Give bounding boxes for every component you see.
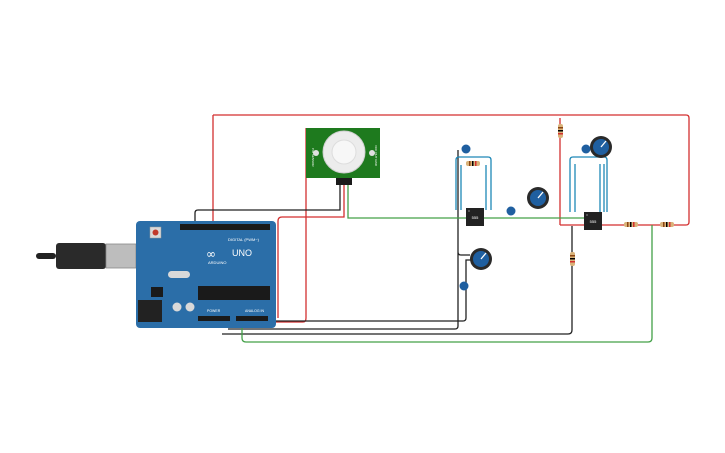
- wire-cyan-ic2[interactable]: [569, 156, 608, 212]
- potentiometers: [470, 136, 612, 270]
- wire-green-sensor-out[interactable]: [347, 185, 470, 219]
- voltage-regulator: [151, 287, 163, 297]
- capacitor-a: [172, 302, 182, 312]
- digital-header[interactable]: [180, 224, 270, 230]
- wire-red-sensor-vcc[interactable]: [277, 185, 345, 318]
- digital-label: DIGITAL (PWM~): [228, 237, 260, 242]
- resistor-r4[interactable]: [624, 222, 638, 227]
- usb-plug: [56, 243, 106, 269]
- potentiometer-p3[interactable]: [470, 248, 492, 270]
- ic1-label: 555: [472, 215, 479, 220]
- wires: [194, 114, 690, 343]
- analog-label: ANALOG IN: [245, 309, 265, 313]
- arduino-logo-icon: ∞: [206, 247, 216, 261]
- capacitors: [459, 144, 591, 291]
- wire-cyan-ic1[interactable]: [455, 156, 492, 210]
- usb-jack: [105, 243, 137, 269]
- capacitor-b: [185, 302, 195, 312]
- capacitor-c1[interactable]: [461, 144, 471, 154]
- resistor-r3[interactable]: [570, 252, 575, 266]
- potentiometer-p2[interactable]: [590, 136, 612, 158]
- pir-hole-right: [369, 150, 375, 156]
- resistors: [466, 124, 674, 266]
- capacitor-c3[interactable]: [581, 144, 591, 154]
- wire-green-return[interactable]: [241, 225, 653, 343]
- resistor-r2[interactable]: [558, 124, 563, 138]
- board-name: UNO: [232, 248, 252, 258]
- ic2-label: 555: [590, 219, 597, 224]
- potentiometer-p1[interactable]: [527, 187, 549, 209]
- capacitor-c2[interactable]: [506, 206, 516, 216]
- resistor-r5[interactable]: [660, 222, 674, 227]
- board-brand: ARDUINO: [208, 260, 226, 265]
- pir-hole-left: [313, 150, 319, 156]
- pir-sensor[interactable]: PIR SENSOR VCC OUT GND: [306, 128, 380, 185]
- power-jack: [138, 300, 162, 322]
- pir-dome-inner: [331, 139, 357, 165]
- usb-cable: [36, 253, 56, 259]
- wire-black-ic2[interactable]: [222, 226, 573, 335]
- analog-header[interactable]: [236, 316, 268, 321]
- power-header[interactable]: [198, 316, 230, 321]
- pir-left-label: PIR SENSOR: [311, 148, 315, 167]
- reset-button-cap: [152, 229, 159, 236]
- timer-ic-2[interactable]: 555: [584, 212, 602, 230]
- board-body: [136, 221, 276, 328]
- capacitor-c4[interactable]: [459, 281, 469, 291]
- wire-black-sensor-gnd[interactable]: [194, 185, 341, 228]
- arduino-uno-board[interactable]: DIGITAL (PWM~) ∞ UNO ARDUINO POWER ANALO…: [36, 221, 276, 328]
- crystal: [168, 271, 190, 278]
- resistor-r1[interactable]: [466, 161, 480, 166]
- wire-black-ic1[interactable]: [228, 150, 478, 330]
- ic-chip: [198, 286, 270, 300]
- pir-right-label: VCC OUT GND: [374, 145, 378, 167]
- timer-ic-1[interactable]: 555: [466, 208, 484, 226]
- pir-pins[interactable]: [336, 178, 352, 185]
- power-label: POWER: [207, 309, 221, 313]
